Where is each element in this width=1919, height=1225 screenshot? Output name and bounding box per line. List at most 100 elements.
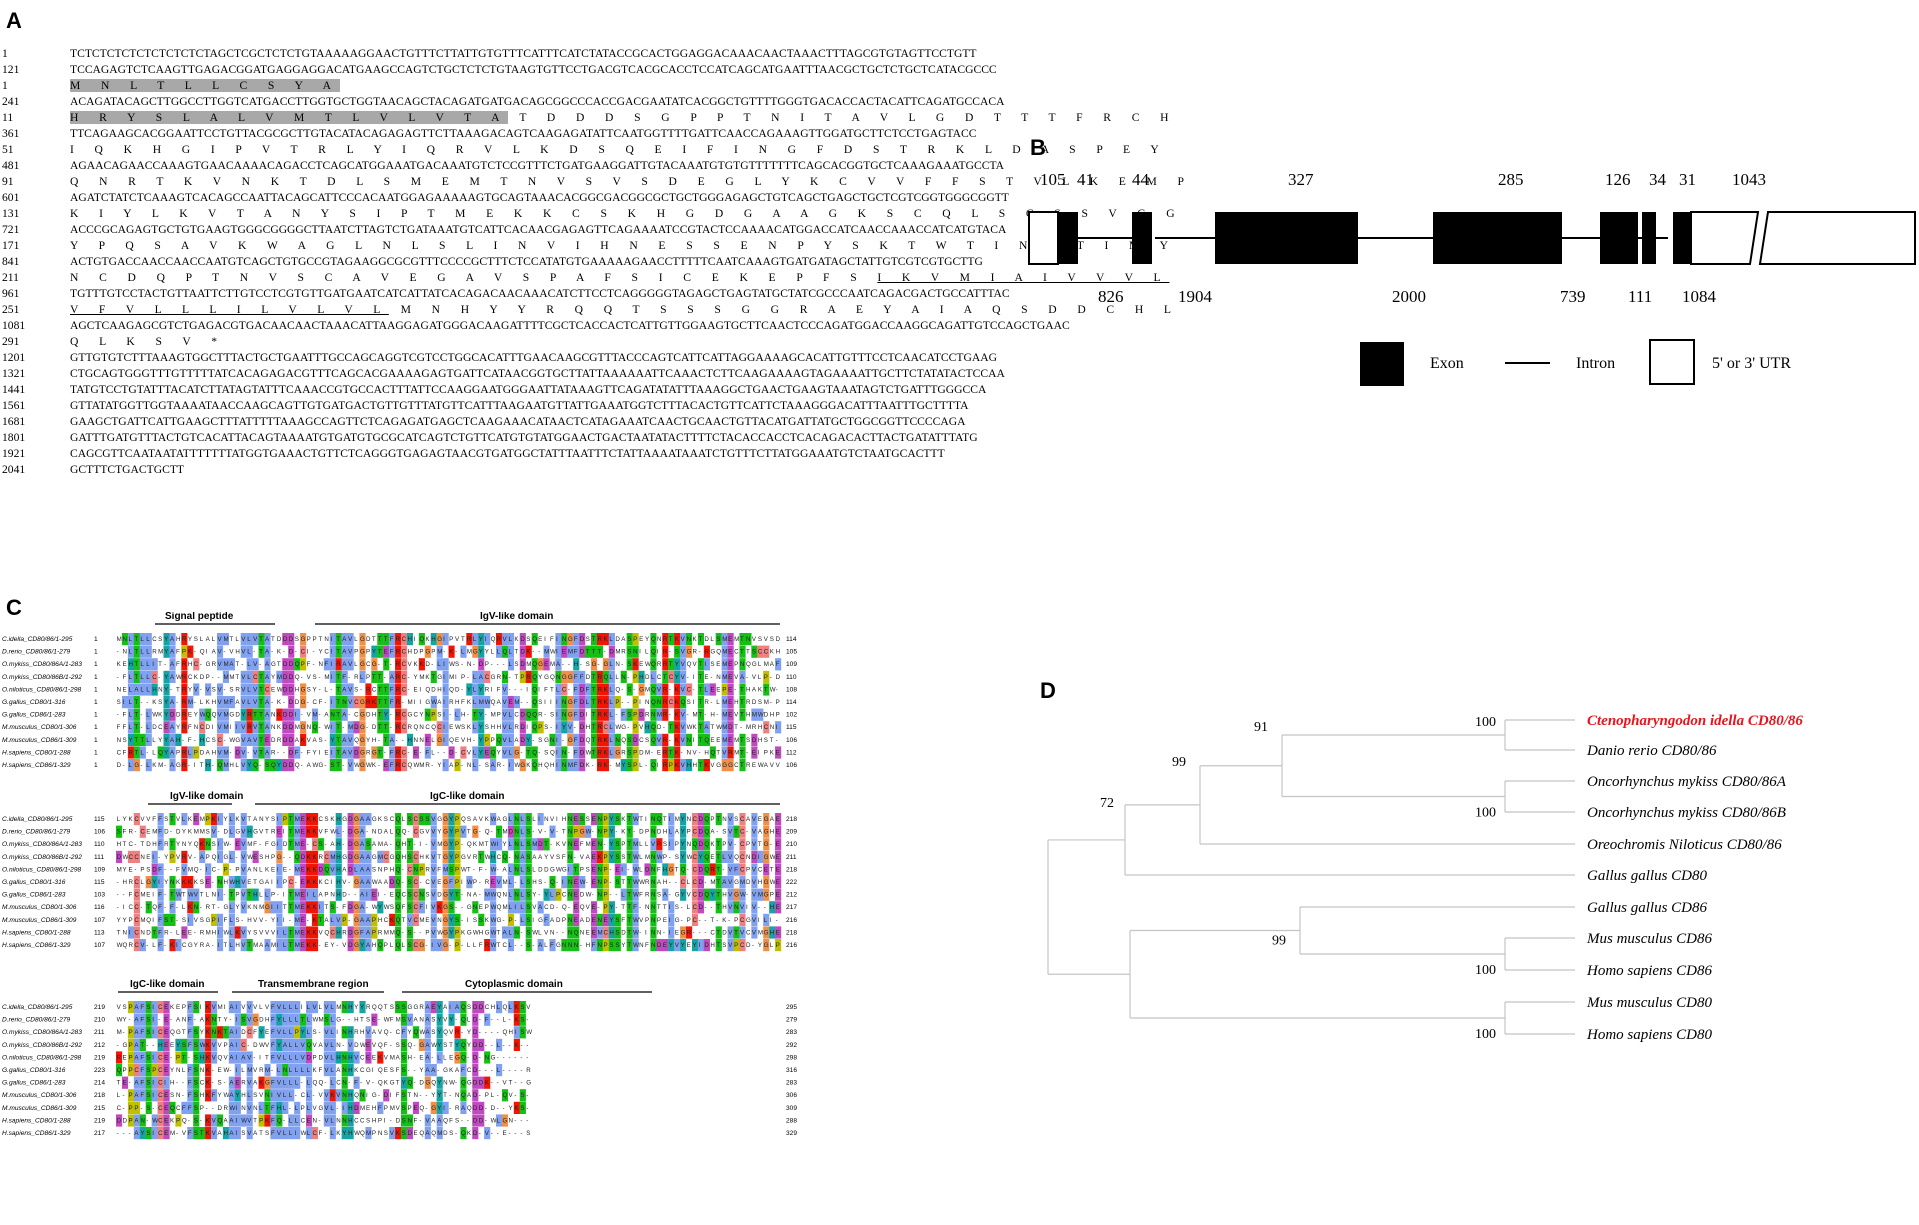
residue: E <box>752 749 756 756</box>
residue: T <box>627 929 631 936</box>
residue: S <box>586 816 590 823</box>
residue: T <box>514 674 518 681</box>
residue: K <box>313 929 318 936</box>
residue: G <box>639 686 644 693</box>
residue: F <box>574 674 578 681</box>
residue: - <box>336 1105 338 1112</box>
residue: H <box>295 686 299 693</box>
residue: F <box>574 762 578 769</box>
residue: D <box>408 1130 413 1137</box>
residue: N <box>413 866 417 873</box>
residue: T <box>289 942 293 949</box>
residue: - <box>295 879 297 886</box>
residue: N <box>182 1017 186 1024</box>
residue: I <box>152 854 154 861</box>
residue-highlight <box>412 850 420 863</box>
residue: - <box>354 892 356 899</box>
residue: C <box>176 1105 181 1112</box>
residue: G <box>354 879 359 886</box>
residue: R <box>128 942 133 949</box>
residue: I <box>419 841 421 848</box>
residue: Y <box>200 1029 204 1036</box>
residue: D <box>283 841 288 848</box>
residue-highlight <box>602 733 610 746</box>
residue: K <box>307 879 312 886</box>
residue: P <box>372 917 376 924</box>
residue: K <box>313 829 318 836</box>
residue: Q <box>413 724 418 731</box>
residue-highlight <box>412 913 420 926</box>
residue: H <box>479 929 483 936</box>
residue: Y <box>437 1004 441 1011</box>
residue-highlight <box>377 708 384 721</box>
residue: V <box>259 829 264 836</box>
residue: T <box>716 929 720 936</box>
residue: - <box>413 1054 415 1061</box>
residue-highlight <box>371 746 378 759</box>
residue: T <box>669 661 673 668</box>
residue: K <box>313 816 318 823</box>
residue: S <box>627 649 631 656</box>
residue: Y <box>681 841 685 848</box>
residue: T <box>663 674 667 681</box>
residue: R <box>396 661 401 668</box>
residue: V <box>253 737 258 744</box>
residue: N <box>514 829 518 836</box>
residue: P <box>776 942 780 949</box>
residue: S <box>402 1004 406 1011</box>
residue: L <box>520 917 524 924</box>
residue: S <box>687 699 691 706</box>
residue: Y <box>241 712 245 719</box>
residue: A <box>247 737 252 744</box>
residue: M <box>170 1130 175 1137</box>
residue-highlight <box>418 658 425 671</box>
residue: Q <box>384 1029 389 1036</box>
residue: - <box>158 1017 160 1024</box>
residue-highlight <box>294 863 301 876</box>
residue: A <box>455 1067 460 1074</box>
residue: N <box>182 841 186 848</box>
residue: R <box>354 674 359 681</box>
residue: N <box>580 929 584 936</box>
residue: L <box>295 1004 299 1011</box>
residue: - <box>390 1029 392 1036</box>
residue: K <box>461 929 466 936</box>
residue-highlight <box>531 721 538 734</box>
residue-highlight <box>697 658 705 671</box>
residue-highlight <box>507 645 515 658</box>
residue: M <box>734 636 739 643</box>
residue: T <box>200 1130 204 1137</box>
residue: L <box>295 1067 299 1074</box>
residue: C <box>764 649 769 656</box>
residue: Y <box>467 686 471 693</box>
residue: E <box>592 929 596 936</box>
residue: Y <box>117 917 121 924</box>
residue: A <box>532 854 537 861</box>
residue-highlight <box>721 733 728 746</box>
residue: M <box>615 762 620 769</box>
residue: G <box>390 1080 395 1087</box>
residue: K <box>770 749 775 756</box>
residue: Y <box>455 1042 459 1049</box>
residue: F <box>396 1092 400 1099</box>
residue: V <box>538 829 543 836</box>
residue: F <box>176 661 180 668</box>
residue: P <box>283 879 287 886</box>
residue: E <box>164 1029 168 1036</box>
residue-highlight <box>359 633 366 646</box>
residue: I <box>556 712 558 719</box>
residue: D <box>164 829 169 836</box>
residue: V <box>146 816 151 823</box>
residue: L <box>473 724 477 731</box>
residue: C <box>740 841 745 848</box>
residue: W <box>123 854 129 861</box>
residue: - <box>776 737 778 744</box>
residue: T <box>259 737 263 744</box>
residue: H <box>586 942 590 949</box>
residue: C <box>693 866 698 873</box>
residue: M <box>722 737 727 744</box>
residue: H <box>663 866 667 873</box>
residue: - <box>212 762 214 769</box>
